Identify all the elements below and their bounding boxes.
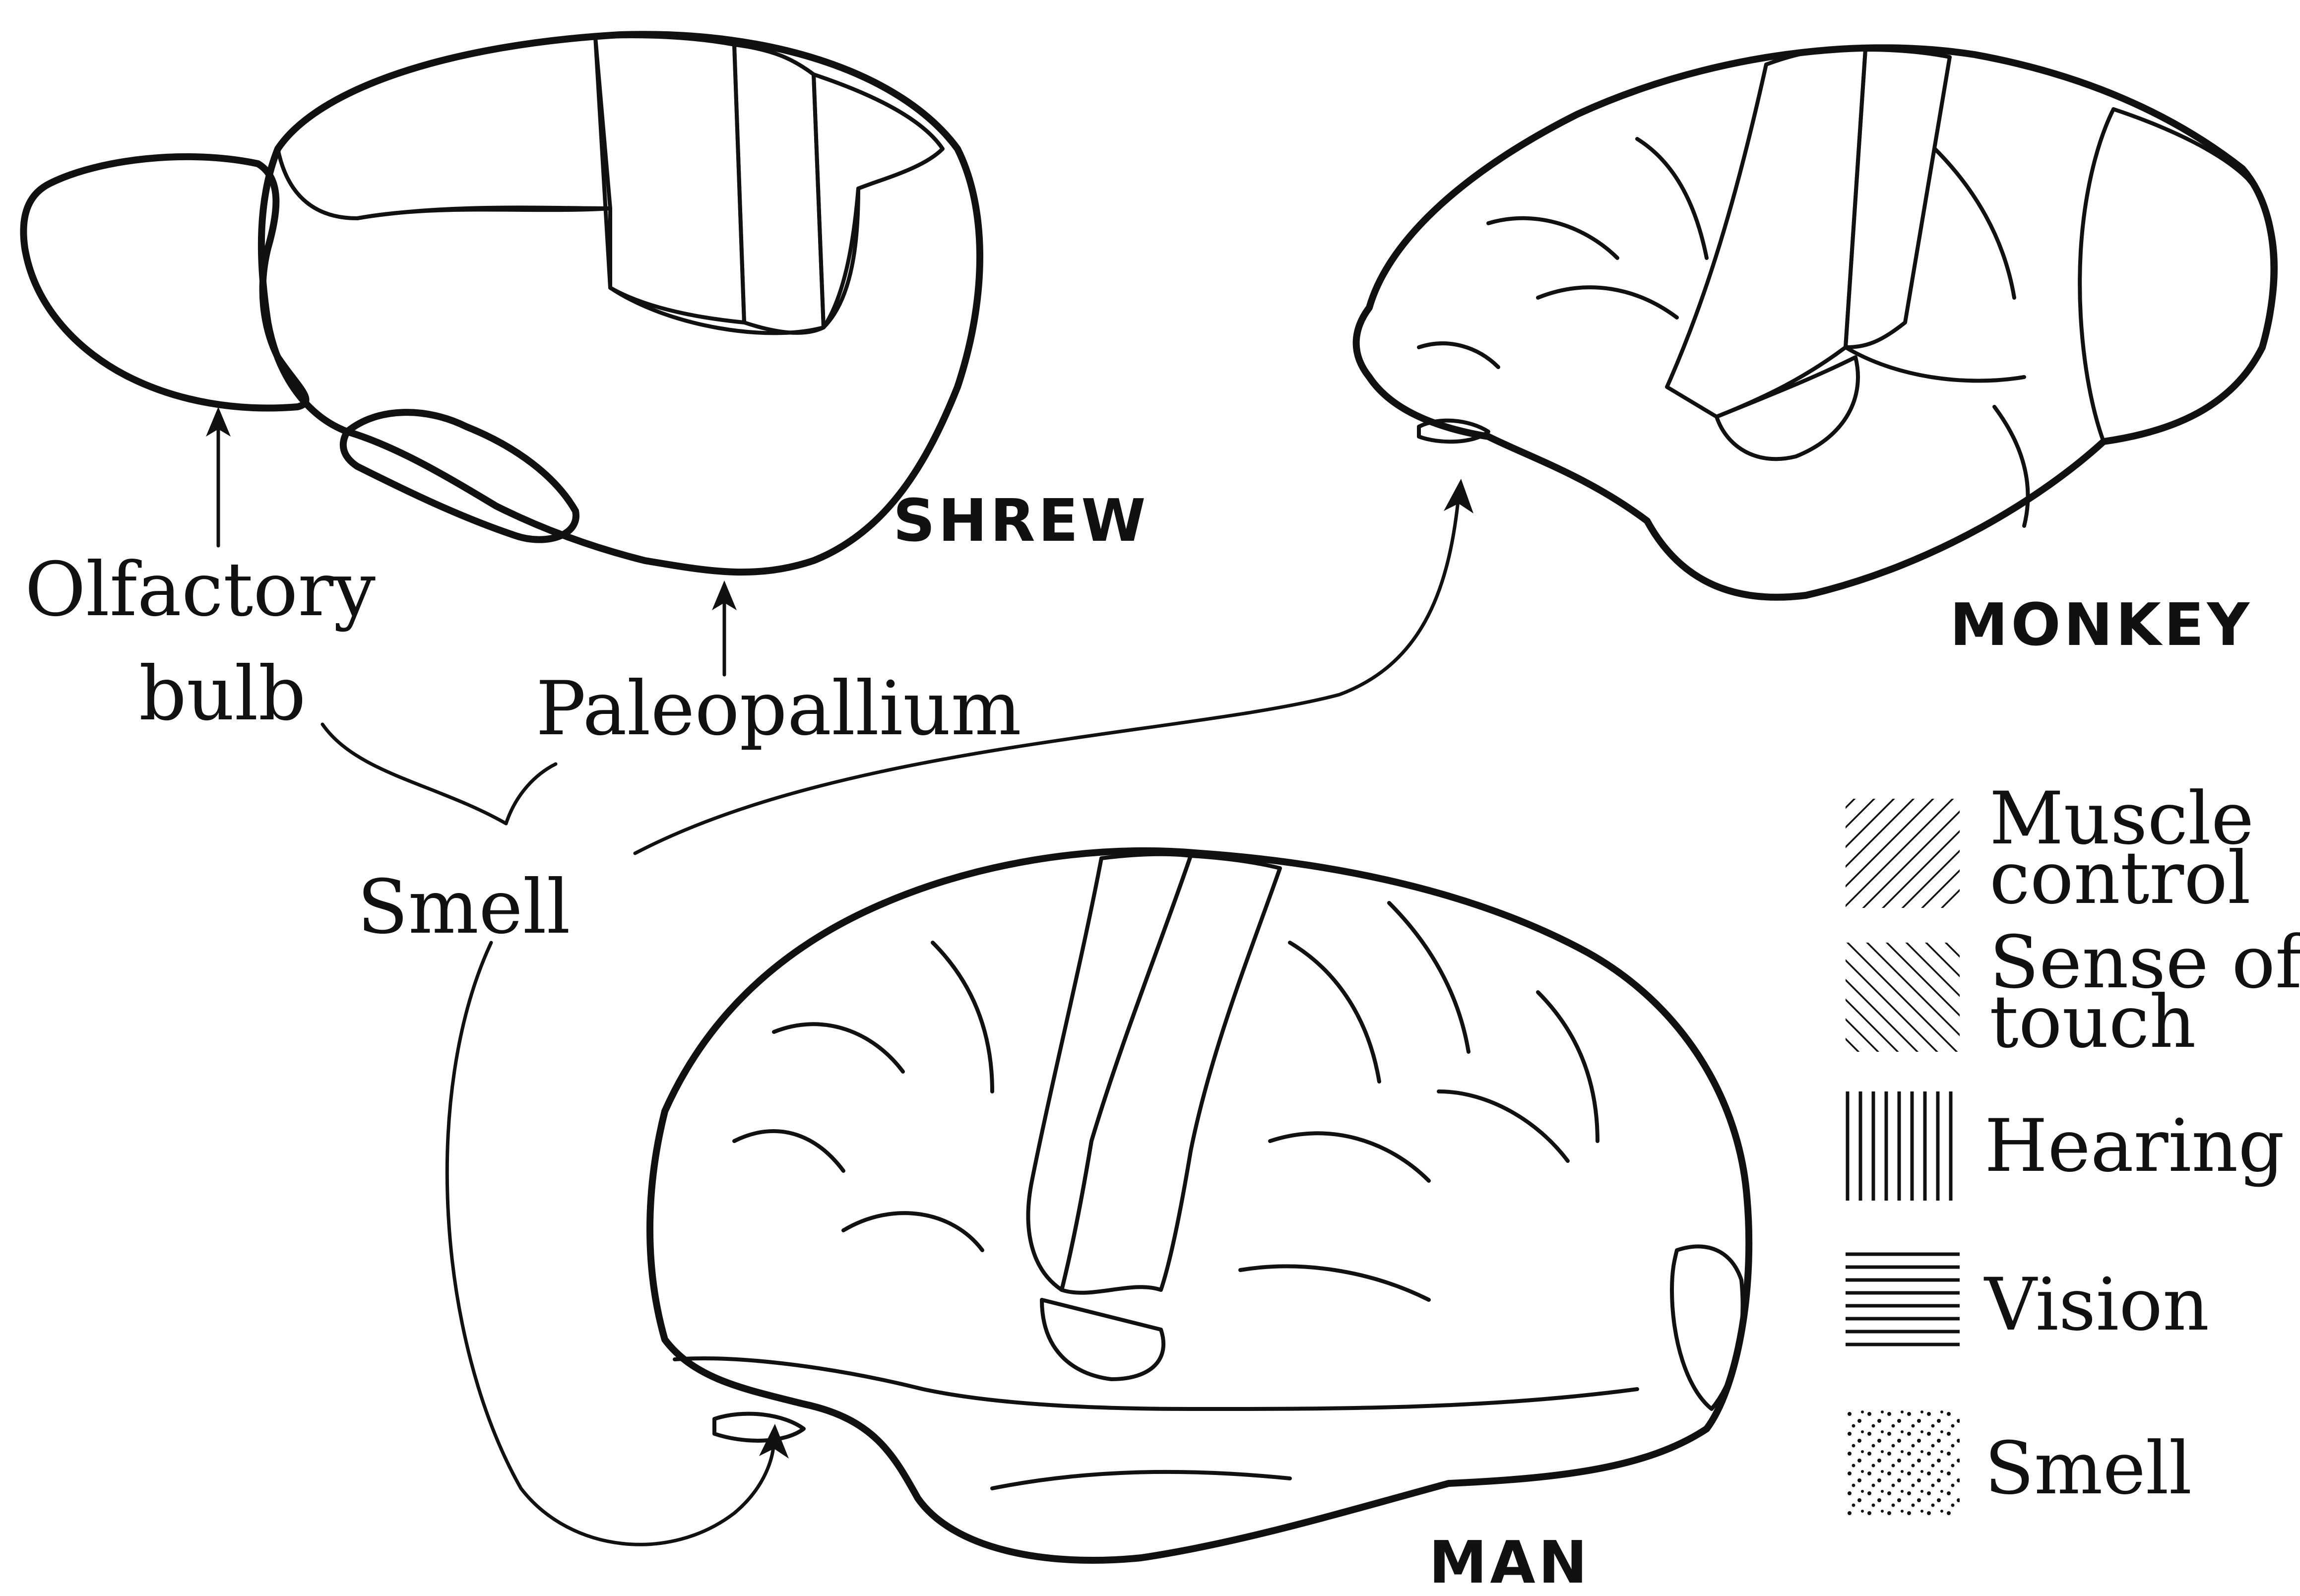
legend: Muscle control Sense of touch Hearing Vi… [1846, 776, 2300, 1518]
legend-swatch-vertical [1846, 1091, 1960, 1201]
legend-label-hearing: Hearing [1984, 1104, 2285, 1188]
monkey-motor-region [1667, 49, 1865, 417]
legend-label-smell: Smell [1984, 1426, 2192, 1511]
monkey-hemisphere [1356, 48, 2274, 597]
legend-swatch-diagonal-left [1846, 943, 1960, 1052]
shrew-muscle-region [278, 37, 610, 218]
shrew-hemisphere [261, 34, 980, 572]
shrew-hearing-region [734, 45, 824, 333]
man-vision-region [1672, 1247, 1743, 1409]
legend-swatch-diagonal-right [1846, 799, 1960, 908]
monkey-label: MONKEY [1950, 590, 2252, 659]
shrew-label: SHREW [893, 486, 1149, 555]
monkey-brain [1356, 48, 2276, 597]
man-brain [650, 851, 1749, 1560]
man-hemisphere [650, 851, 1749, 1560]
shrew-brain [23, 34, 980, 572]
legend-item-muscle: Muscle control [1846, 776, 2254, 920]
shrew-paleopallium [343, 412, 576, 540]
olfactory-label-line2: bulb [139, 651, 306, 737]
monkey-touch-region [1846, 50, 1950, 347]
legend-item-vision: Vision [1846, 1245, 2209, 1354]
legend-swatch-horizontal [1846, 1245, 1960, 1354]
paleopallium-label: Paleopallium [536, 666, 1022, 752]
shrew-touch-region [595, 36, 744, 322]
legend-item-hearing: Hearing [1846, 1091, 2285, 1201]
man-smell-region [714, 1414, 804, 1441]
legend-label-vision: Vision [1983, 1263, 2209, 1347]
legend-item-smell: Smell [1846, 1409, 2192, 1518]
smell-label: Smell [357, 864, 571, 951]
monkey-vision-region [2080, 109, 2276, 442]
legend-item-touch: Sense of touch [1846, 920, 2300, 1064]
paleopallium-callout: Paleopallium [536, 580, 1022, 752]
legend-label-touch-line2: touch [1989, 980, 2196, 1064]
man-touch-region [1062, 856, 1280, 1293]
olfactory-label-line1: Olfactory [25, 547, 376, 633]
legend-label-muscle-line2: control [1989, 836, 2251, 920]
man-hearing-region [1042, 1300, 1163, 1379]
legend-swatch-stipple [1846, 1409, 1960, 1518]
olfactory-callout: Olfactory bulb [25, 407, 376, 737]
man-label: MAN [1429, 1528, 1591, 1596]
monkey-hearing-region [1717, 357, 1858, 459]
smell-to-man-arrow [447, 943, 774, 1544]
